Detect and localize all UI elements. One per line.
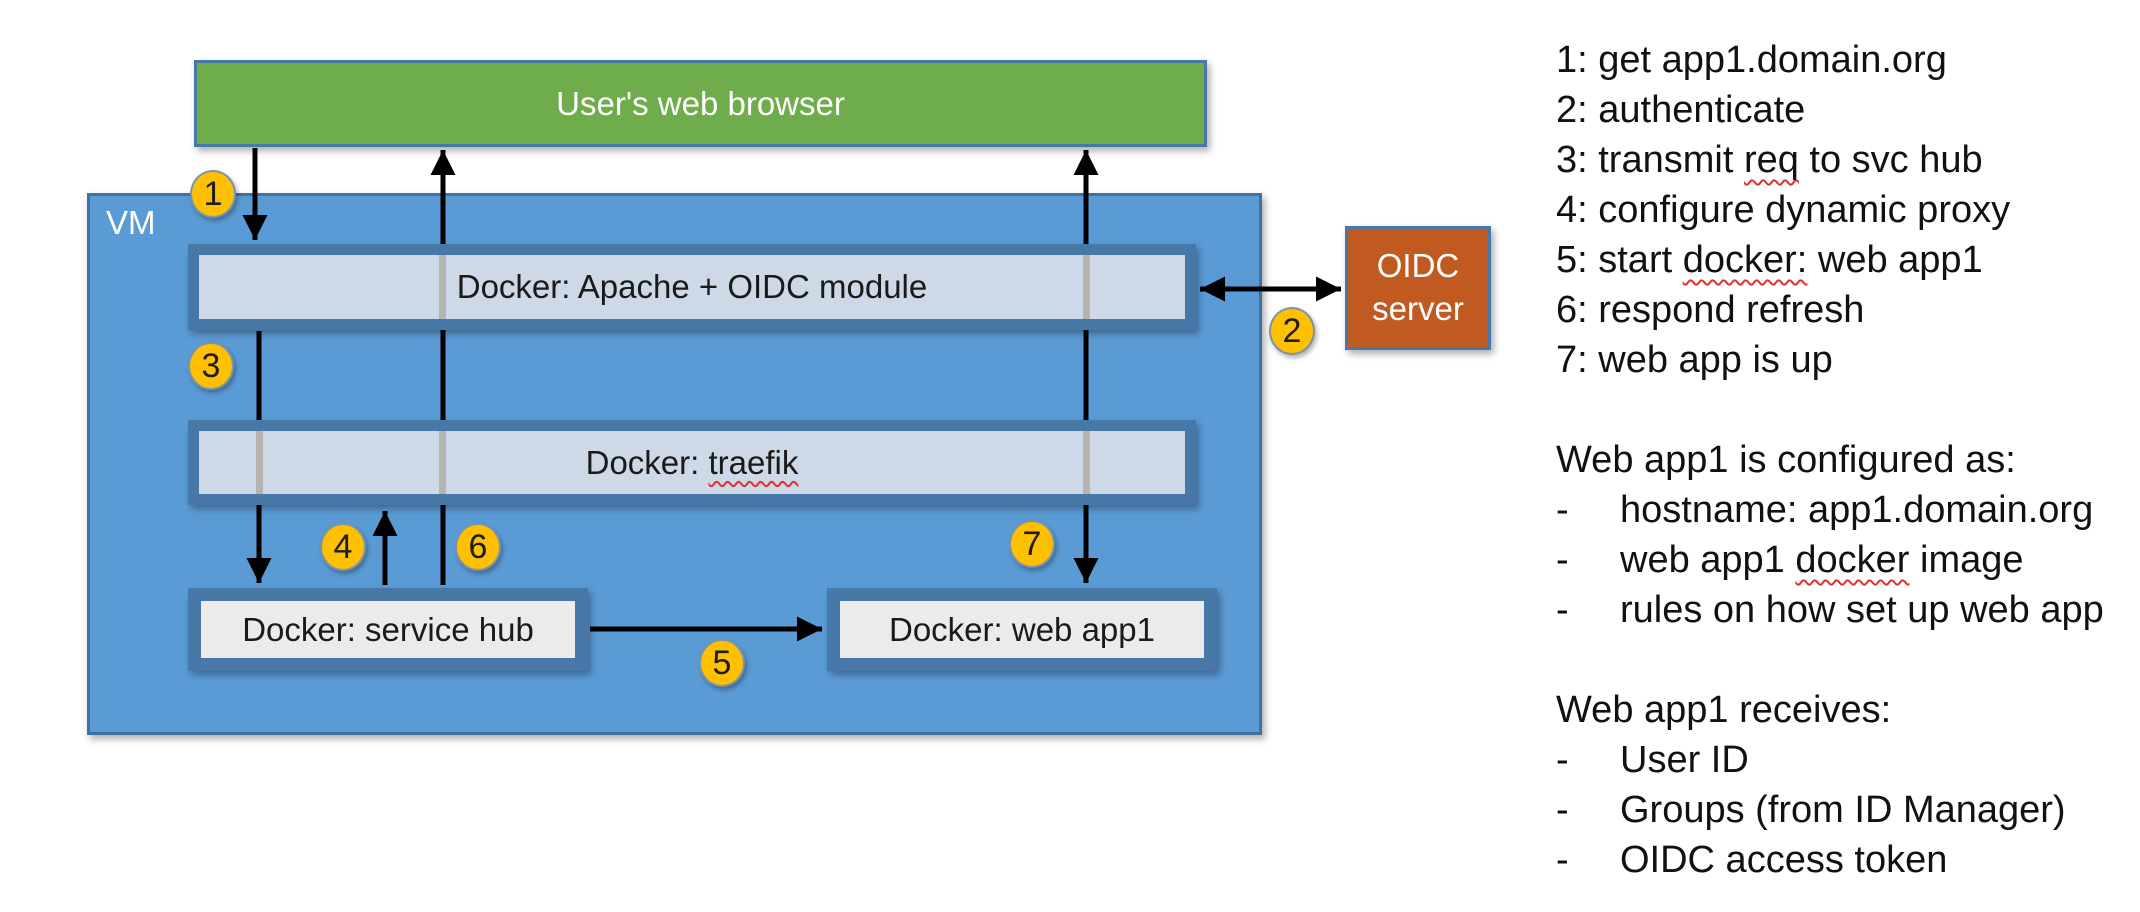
oidc-server-label-line1: OIDC [1376,247,1460,285]
traefik-label: Docker: traefik [585,443,799,481]
browser-label: User's web browser [556,84,845,122]
bullet-dash: - [1556,839,1569,881]
configured-item-2: -web app1 docker image [1556,535,2126,585]
receives-title: Web app1 receives: [1556,689,1892,731]
receives-item-3: -OIDC access token [1556,835,2126,885]
configured-title: Web app1 is configured as: [1556,439,2016,481]
step-badge-3: 3 [188,342,234,390]
legend-step-1: 1: get app1.domain.org [1556,39,1947,81]
step-badge-6: 6 [455,523,501,571]
configured-item-1: -hostname: app1.domain.org [1556,485,2126,535]
bullet-dash: - [1556,539,1569,581]
traefik-bar: Docker: traefik [188,420,1196,505]
web-app1-label: Docker: web app1 [889,610,1155,648]
apache-oidc-bar: Docker: Apache + OIDC module [188,244,1196,330]
legend-step-5: 5: start docker: web app1 [1556,239,1983,281]
apache-oidc-label: Docker: Apache + OIDC module [456,268,928,305]
oidc-server-box: OIDC server [1345,226,1491,350]
web-app1-box: Docker: web app1 [827,588,1217,671]
step-badge-5: 5 [699,639,745,687]
service-hub-box: Docker: service hub [188,588,588,671]
bullet-dash: - [1556,489,1569,531]
step-badge-4: 4 [320,523,366,571]
legend-step-3: 3: transmit req to svc hub [1556,139,1983,181]
step-badge-1: 1 [190,170,236,218]
legend-text-block: 1: get app1.domain.org 2: authenticate 3… [1556,35,2126,885]
bullet-dash: - [1556,789,1569,831]
legend-step-4: 4: configure dynamic proxy [1556,189,2011,231]
line-gap-stripe [1083,255,1090,319]
configured-item-3: -rules on how set up web app [1556,585,2126,635]
service-hub-label: Docker: service hub [242,610,534,648]
step-badge-2: 2 [1269,307,1315,355]
oidc-server-label-line2: server [1372,290,1464,327]
bullet-dash: - [1556,589,1569,631]
legend-step-7: 7: web app is up [1556,339,1833,381]
line-gap-stripe [439,255,446,319]
legend-step-6: 6: respond refresh [1556,289,1865,331]
receives-item-2: -Groups (from ID Manager) [1556,785,2126,835]
line-gap-stripe [1083,431,1090,494]
traefik-misspell-word: traefik [708,443,799,481]
bullet-dash: - [1556,739,1569,781]
legend-step-2: 2: authenticate [1556,89,1806,131]
line-gap-stripe [256,431,263,494]
receives-item-1: -User ID [1556,735,2126,785]
line-gap-stripe [439,431,446,494]
browser-box: User's web browser [194,60,1207,147]
vm-label: VM [106,204,156,241]
step-badge-7: 7 [1009,520,1055,568]
